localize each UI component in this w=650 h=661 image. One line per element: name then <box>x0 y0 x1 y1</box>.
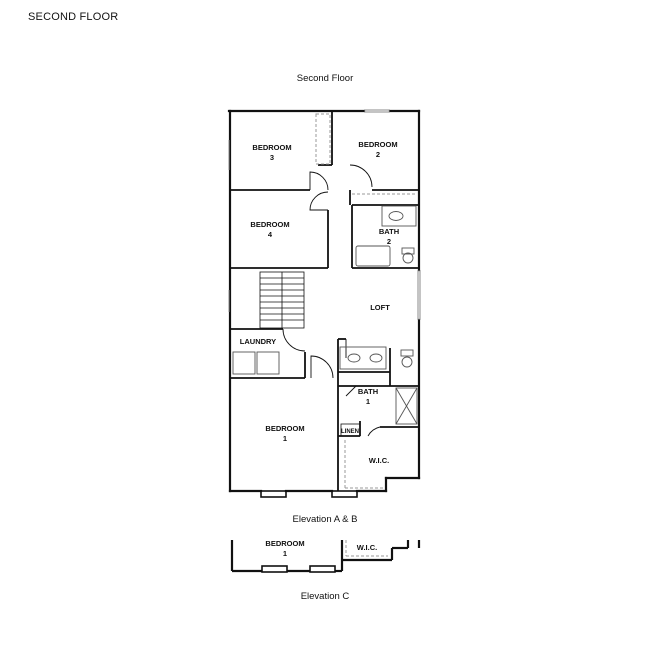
laundry-label: LAUNDRY <box>240 337 276 346</box>
bedroom-1-label: BEDROOM <box>265 424 304 433</box>
elevation-c-closet <box>345 540 388 557</box>
bedroom-3-label: BEDROOM <box>252 143 291 152</box>
bedroom-2-number: 2 <box>376 150 380 159</box>
stairs <box>259 271 305 329</box>
door-swings <box>282 164 381 437</box>
interior-walls <box>230 111 419 491</box>
windows <box>228 109 421 320</box>
bath-2-number: 2 <box>387 237 391 246</box>
bath-1-label: BATH <box>358 387 378 396</box>
page-header-title: SECOND FLOOR <box>28 11 119 23</box>
bump-outs <box>260 490 358 498</box>
loft-label: LOFT <box>370 303 390 312</box>
exterior-walls <box>227 109 421 493</box>
linen-label: LINEN <box>341 429 359 435</box>
bedroom-2-label: BEDROOM <box>358 140 397 149</box>
plumbing-fixtures <box>232 205 418 425</box>
bedroom-3-number: 3 <box>270 153 274 162</box>
bath-1-number: 1 <box>366 397 370 406</box>
bath-2-label: BATH <box>379 227 399 236</box>
floor-plan-title: Second Floor <box>296 73 354 84</box>
bedroom-4-label: BEDROOM <box>250 220 289 229</box>
linen-closet <box>340 423 361 437</box>
closets-dashed <box>315 113 416 489</box>
elevation-c-bedroom-1-number: 1 <box>283 549 287 558</box>
elevation-c-walls <box>230 540 421 573</box>
wic-label: W.I.C. <box>369 456 389 465</box>
elevation-c-bump-outs <box>261 565 336 573</box>
elevation-c-bedroom-1-label: BEDROOM <box>265 539 304 548</box>
room-labels: BEDROOM 3 BEDROOM 2 BEDROOM 4 BATH 2 LOF… <box>240 140 399 465</box>
bedroom-4-number: 4 <box>268 230 273 239</box>
bedroom-1-number: 1 <box>283 434 287 443</box>
elevation-ab-caption: Elevation A & B <box>292 514 358 525</box>
elevation-c-caption: Elevation C <box>300 591 350 602</box>
elevation-c-wic-label: W.I.C. <box>357 543 377 552</box>
